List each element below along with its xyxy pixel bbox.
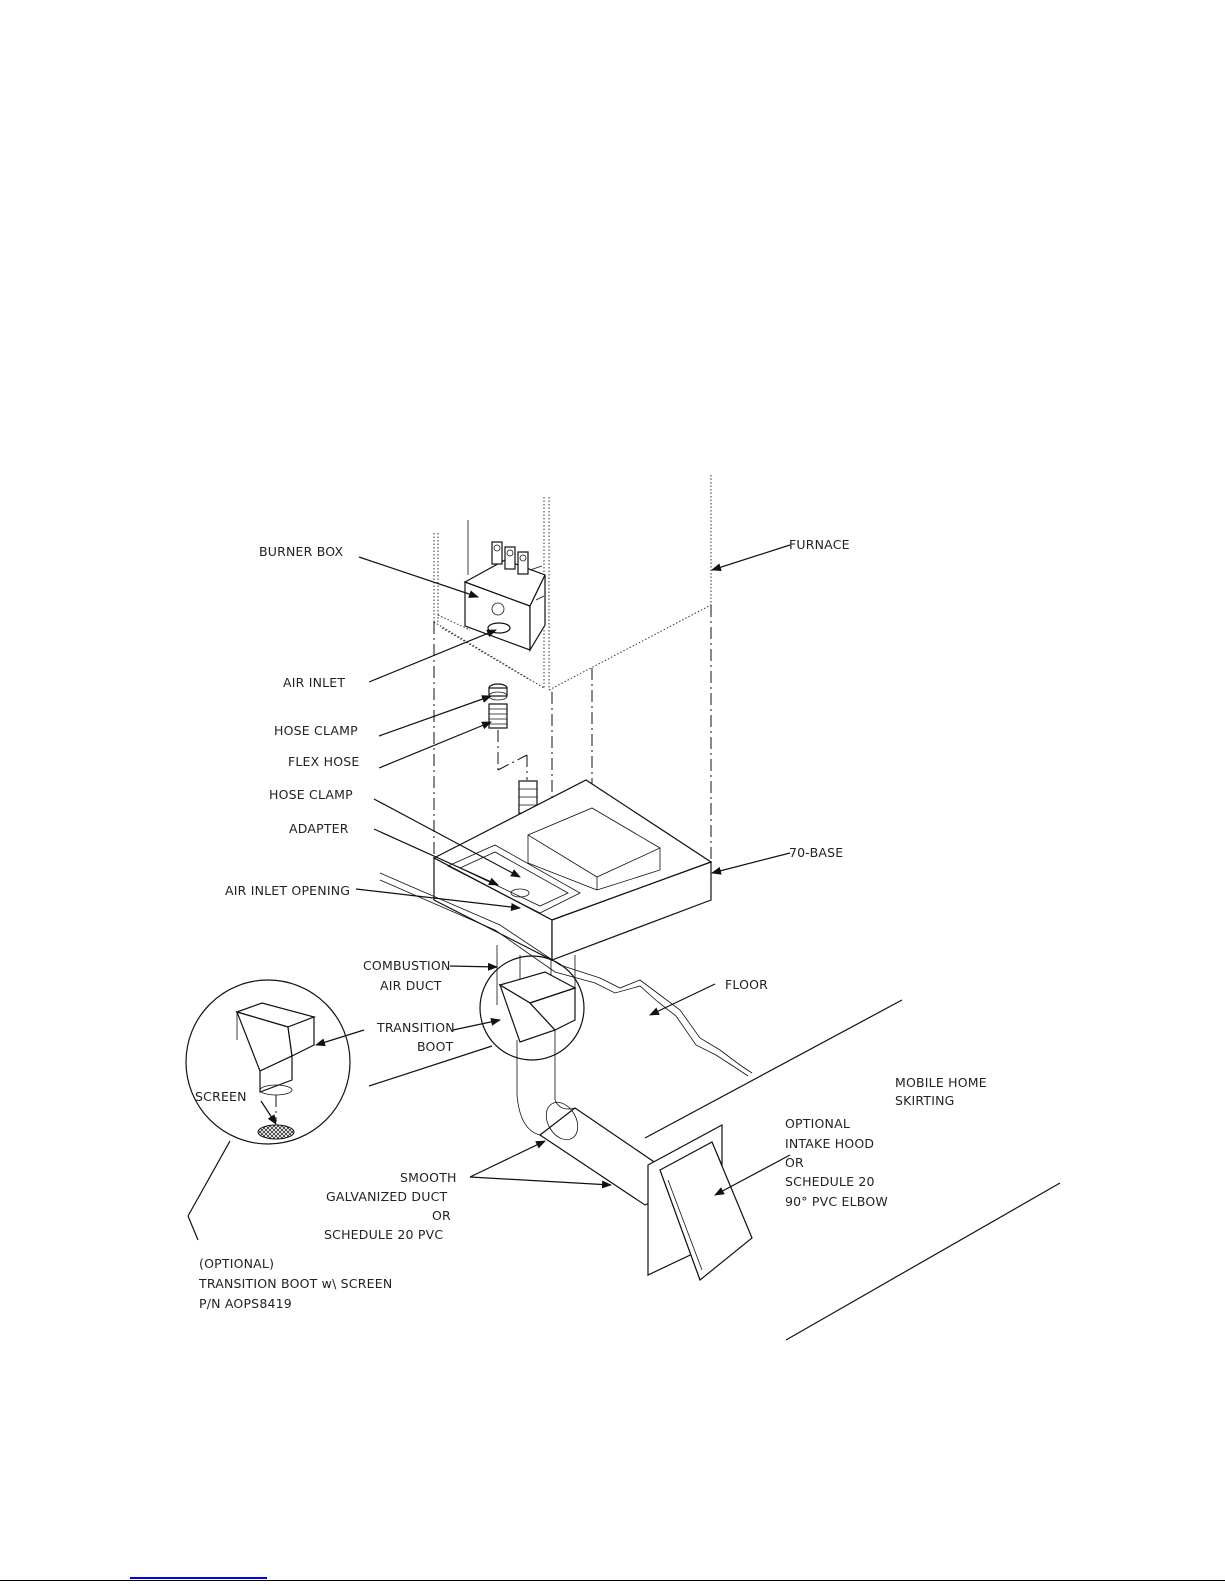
label-hood-line2: INTAKE HOOD (785, 1136, 874, 1151)
label-skirting-line2: SKIRTING (895, 1093, 955, 1108)
label-combustion-line1: COMBUSTION (363, 958, 451, 973)
label-hose-clamp-upper: HOSE CLAMP (274, 723, 358, 738)
label-hood-line1: OPTIONAL (785, 1116, 850, 1131)
label-boot-line2: TRANSITION BOOT w\ SCREEN (198, 1276, 392, 1291)
optional-boot-detail (185, 979, 351, 1145)
footer-rule (0, 1580, 1225, 1581)
label-boot-line3: P/N AOPS8419 (199, 1296, 292, 1311)
base-70 (432, 779, 713, 961)
floor-line (379, 872, 753, 1077)
label-air-inlet: AIR INLET (283, 675, 345, 690)
label-hood-line5: 90° PVC ELBOW (785, 1194, 888, 1209)
footer-link-underline[interactable] (130, 1577, 267, 1579)
label-hood-line4: SCHEDULE 20 (785, 1174, 875, 1189)
label-combustion-line2: AIR DUCT (380, 978, 442, 993)
label-flex-hose: FLEX HOSE (288, 754, 359, 769)
label-duct-line2: GALVANIZED DUCT (326, 1189, 448, 1204)
intake-hood (647, 1123, 753, 1281)
burner-box (463, 541, 546, 653)
label-70-base: 70-BASE (789, 845, 843, 860)
label-hood-line3: OR (785, 1155, 804, 1170)
label-floor: FLOOR (725, 977, 768, 992)
screen-mesh (257, 1124, 295, 1140)
label-duct-line1: SMOOTH (400, 1170, 457, 1185)
label-hose-clamp-lower: HOSE CLAMP (269, 787, 353, 802)
label-adapter: ADAPTER (289, 821, 349, 836)
label-duct-line3: OR (432, 1208, 451, 1223)
label-air-inlet-opening: AIR INLET OPENING (225, 883, 350, 898)
mobile-home-skirting (644, 999, 1061, 1341)
label-transition-line2: BOOT (417, 1039, 454, 1054)
label-transition-line1: TRANSITION (376, 1020, 455, 1035)
label-burner-box: BURNER BOX (259, 544, 344, 559)
leader-lines (260, 544, 791, 1196)
label-skirting-line1: MOBILE HOME (895, 1075, 987, 1090)
label-duct-line4: SCHEDULE 20 PVC (324, 1227, 443, 1242)
label-boot-line1: (OPTIONAL) (199, 1256, 274, 1271)
label-screen: SCREEN (195, 1089, 247, 1104)
label-furnace: FURNACE (789, 537, 850, 552)
